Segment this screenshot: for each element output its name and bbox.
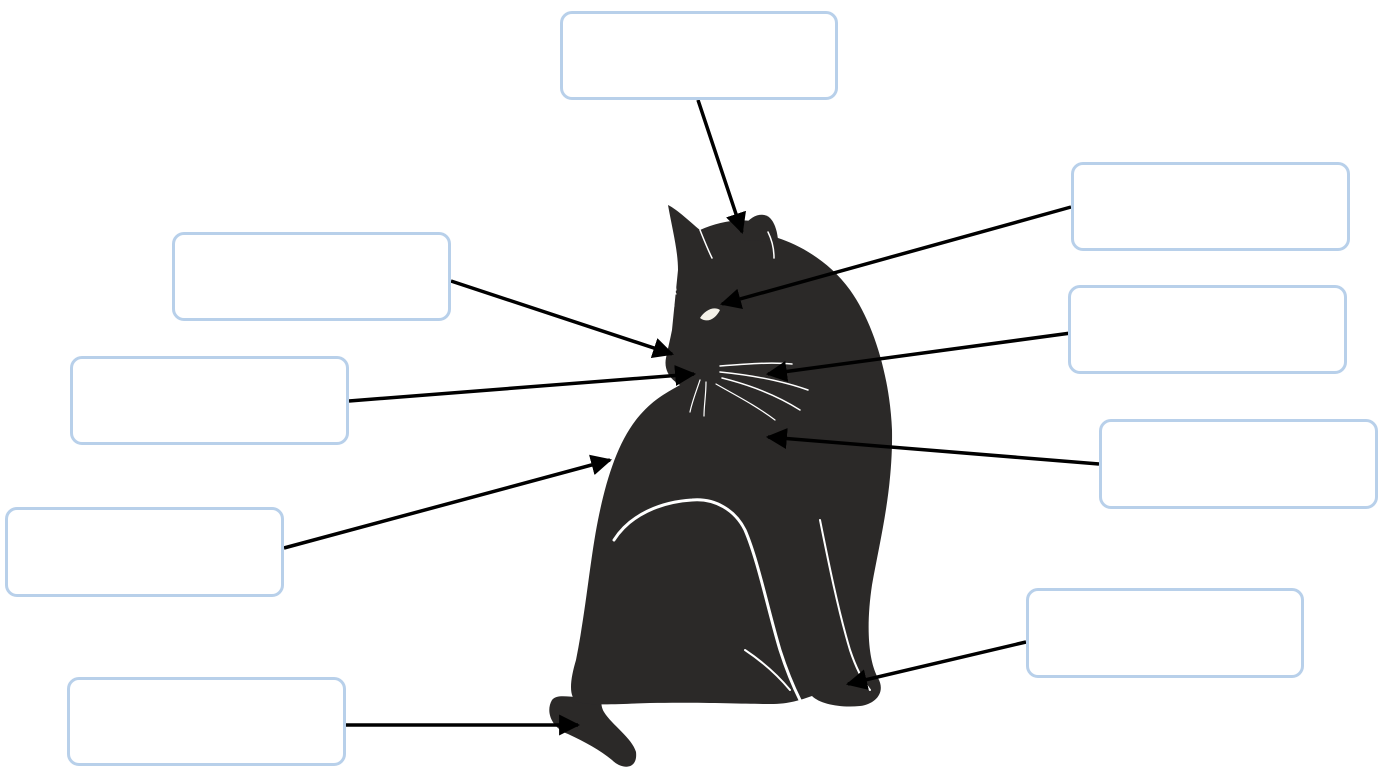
cat-highlights <box>612 229 871 702</box>
label-box-mouth[interactable] <box>70 356 349 445</box>
arrow-ear <box>696 99 746 234</box>
label-box-leg[interactable] <box>5 507 284 597</box>
label-box-nose[interactable] <box>172 232 451 321</box>
label-box-fur[interactable] <box>1099 419 1378 509</box>
arrow-paws <box>845 640 1027 690</box>
arrow-mouth <box>348 365 697 403</box>
arrow-nose <box>450 279 674 359</box>
cat-eye-icon <box>700 308 720 321</box>
label-box-whiskers[interactable] <box>1068 285 1347 374</box>
arrow-fur <box>765 428 1100 466</box>
arrow-eye <box>719 205 1072 310</box>
arrow-whiskers <box>765 331 1072 382</box>
connector-arrows <box>283 99 1100 736</box>
cat-silhouette-icon <box>549 205 893 767</box>
arrow-leg <box>283 454 613 550</box>
label-box-eye[interactable] <box>1071 162 1350 251</box>
label-box-tail[interactable] <box>67 677 346 766</box>
label-box-ear[interactable] <box>560 11 838 100</box>
label-box-paws[interactable] <box>1026 588 1304 678</box>
